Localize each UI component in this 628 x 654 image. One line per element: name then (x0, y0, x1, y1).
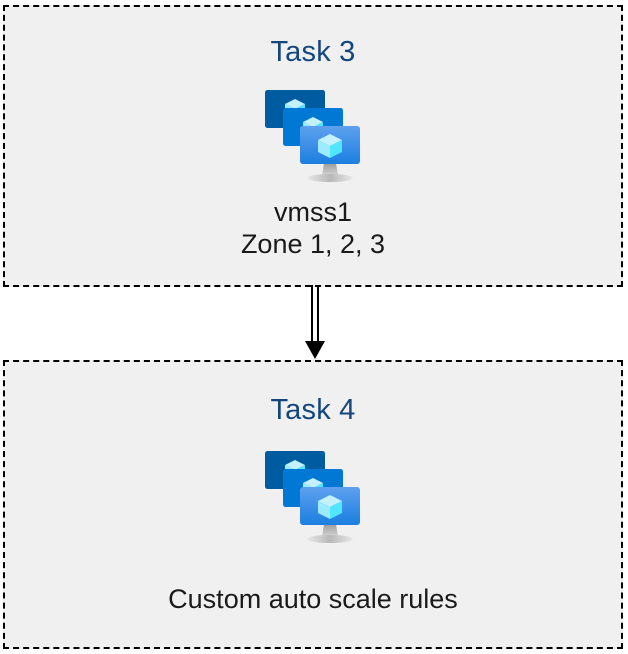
virtual-machine-scale-set-icon (258, 83, 368, 187)
virtual-machine-scale-set-icon (258, 444, 368, 548)
node-caption-line: vmss1 (273, 196, 352, 227)
node-caption: vmss1 Zone 1, 2, 3 (241, 197, 385, 261)
task-title: Task 3 (270, 36, 356, 68)
monitor-front-layer (300, 125, 360, 164)
double-line-down-arrow (303, 285, 327, 363)
node-caption: Custom auto scale rules (168, 584, 458, 616)
task-box-task-4[interactable]: Task 4 (3, 360, 623, 649)
task-box-content: Task 4 (5, 362, 621, 647)
monitor-stand (307, 523, 353, 543)
node-caption-line: Custom auto scale rules (168, 583, 458, 614)
task-box-content: Task 3 (5, 7, 621, 285)
task-box-task-3[interactable]: Task 3 (3, 5, 623, 287)
monitor-front-layer (300, 486, 360, 525)
node-caption-line: Zone 1, 2, 3 (240, 228, 386, 259)
task-title: Task 4 (270, 394, 356, 426)
monitor-stand (307, 162, 353, 182)
